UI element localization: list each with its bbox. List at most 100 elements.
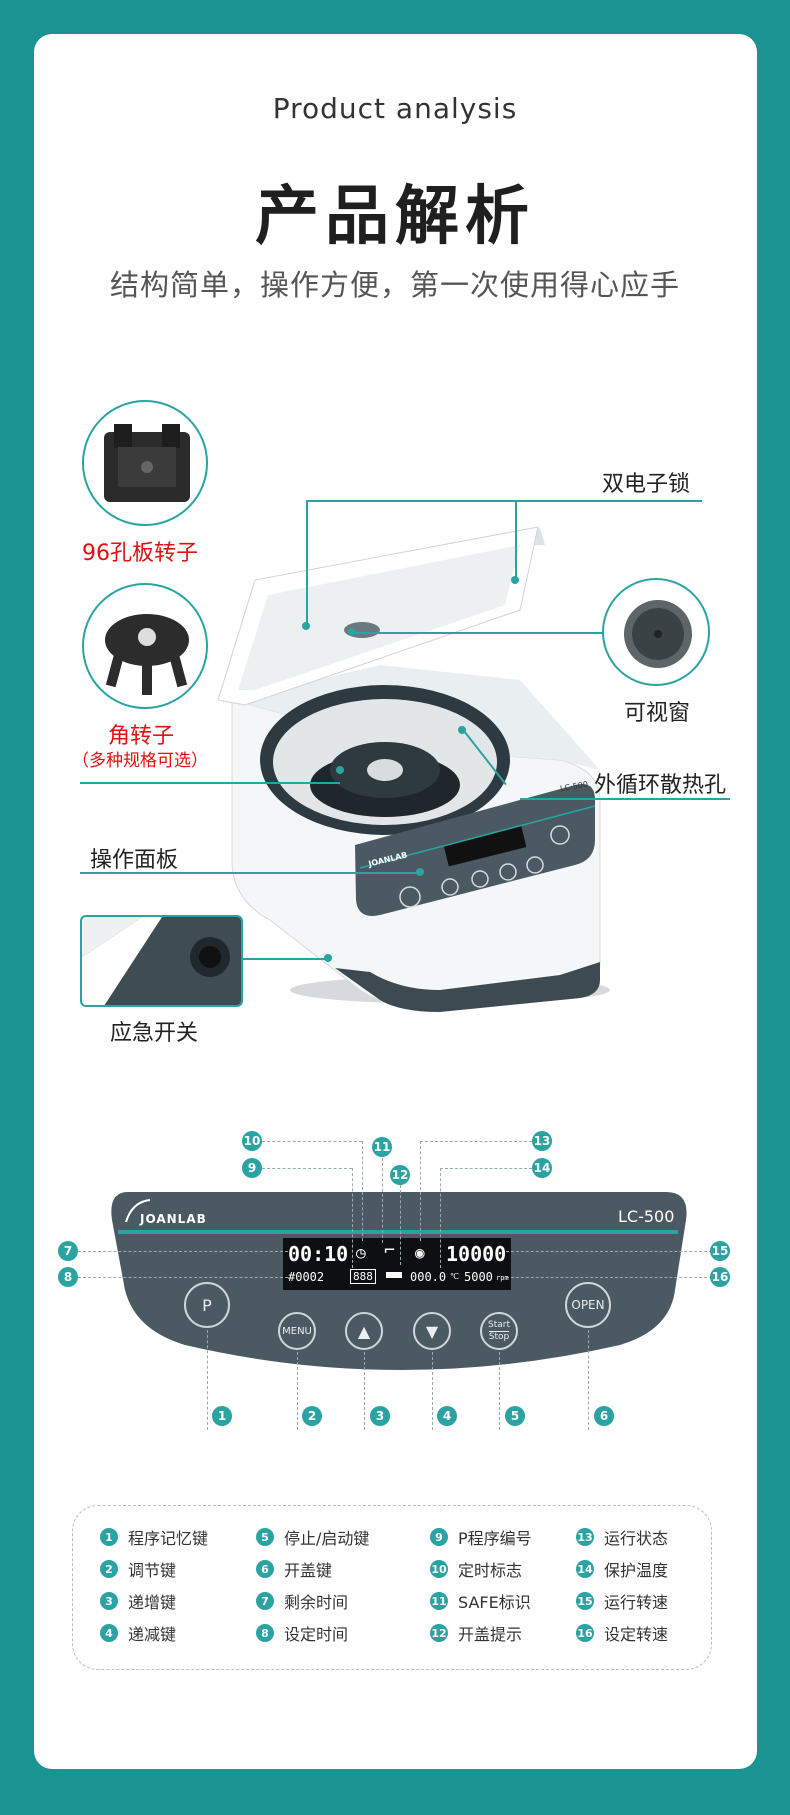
p-button[interactable]: P (184, 1282, 230, 1328)
legend-num: 2 (100, 1560, 118, 1578)
callout-line-9 (262, 1168, 352, 1169)
callout-2: 2 (302, 1406, 322, 1426)
legend-text: 停止/启动键 (284, 1529, 370, 1548)
view-window-line (352, 632, 604, 634)
callout-13: 13 (532, 1131, 552, 1151)
legend-item: 7 剩余时间 (256, 1589, 348, 1613)
callout-line-13 (420, 1141, 542, 1142)
legend-item: 4 递减键 (100, 1621, 176, 1645)
panel-model: LC-500 (618, 1207, 675, 1226)
legend-box (72, 1505, 712, 1670)
legend-text: 设定时间 (284, 1625, 349, 1644)
legend-item: 10 定时标志 (430, 1557, 522, 1581)
angle-rotor-dot (336, 766, 344, 774)
lid-icon: ⌐ (384, 1240, 395, 1261)
legend-num: 1 (100, 1528, 118, 1546)
chinese-subtitle: 结构简单，操作方便，第一次使用得心应手 (109, 268, 680, 302)
lid-open-indicator (386, 1272, 402, 1278)
view-window-dot (348, 628, 356, 636)
legend-num: 10 (430, 1560, 448, 1578)
panel-brand: JOANLAB (140, 1212, 207, 1226)
callout-line-14-v (440, 1168, 441, 1268)
control-panel-diagram (111, 1192, 687, 1370)
legend-text: 剩余时间 (284, 1593, 349, 1612)
lcd-temp: 000.0 (410, 1270, 447, 1284)
legend-text: 保护温度 (604, 1561, 669, 1580)
legend-num: 3 (100, 1592, 118, 1610)
callout-14: 14 (532, 1158, 552, 1178)
emergency-switch-line (243, 958, 328, 960)
callout-5: 5 (505, 1406, 525, 1426)
callout-line-12 (400, 1185, 401, 1265)
lcd-set-speed: 5000 (464, 1270, 493, 1284)
callout-line-5 (499, 1352, 500, 1430)
open-button[interactable]: OPEN (565, 1282, 611, 1328)
stop-label: Stop (488, 1330, 510, 1342)
legend-text: 开盖键 (284, 1561, 333, 1580)
dual-lock-line-right (515, 500, 517, 580)
legend-num: 16 (576, 1624, 594, 1642)
legend-text: 递减键 (128, 1625, 177, 1644)
down-button[interactable]: ▼ (413, 1312, 451, 1350)
angle-rotor-icon (105, 614, 189, 695)
legend-text: 运行状态 (604, 1529, 669, 1548)
lcd-temp-unit: ℃ (450, 1272, 459, 1281)
legend-text: 运行转速 (604, 1593, 669, 1612)
legend-num: 7 (256, 1592, 274, 1610)
dual-lock-dot-left (302, 622, 310, 630)
callout-line-7 (78, 1251, 288, 1252)
emergency-switch-dot (324, 954, 332, 962)
legend-num: 4 (100, 1624, 118, 1642)
callout-11: 11 (372, 1137, 392, 1157)
callout-1: 1 (212, 1406, 232, 1426)
callout-line-10 (262, 1141, 362, 1142)
angle-rotor-label: 角转子 (108, 724, 175, 749)
callout-line-2 (297, 1352, 298, 1430)
legend-item: 5 停止/启动键 (256, 1525, 369, 1549)
callout-line-8 (78, 1277, 288, 1278)
callout-line-6 (588, 1330, 589, 1430)
lcd-speed-unit: rpm (496, 1274, 509, 1282)
emergency-switch-label: 应急开关 (110, 1021, 199, 1046)
lcd-program: #0002 (288, 1270, 325, 1284)
rotor-96-label: 96孔板转子 (82, 541, 198, 566)
lcd-safe: 888 (350, 1269, 376, 1284)
control-panel-label: 操作面板 (90, 848, 179, 873)
callout-12: 12 (390, 1165, 410, 1185)
callout-4: 4 (437, 1406, 457, 1426)
legend-item: 16 设定转速 (576, 1621, 668, 1645)
legend-text: 设定转速 (604, 1625, 669, 1644)
angle-rotor-note: （多种规格可选） (72, 751, 208, 771)
control-panel-dot (416, 868, 424, 876)
lcd-run-speed: 10000 (446, 1242, 507, 1266)
start-stop-button[interactable]: Start Stop (480, 1312, 518, 1350)
legend-num: 5 (256, 1528, 274, 1546)
view-window-label: 可视窗 (624, 701, 691, 726)
dual-lock-label: 双电子锁 (602, 472, 691, 497)
legend-num: 12 (430, 1624, 448, 1642)
english-title: Product analysis (272, 92, 518, 125)
legend-num: 11 (430, 1592, 448, 1610)
callout-line-9-v (352, 1168, 353, 1268)
vent-holes-dot (458, 726, 466, 734)
up-button[interactable]: ▲ (345, 1312, 383, 1350)
legend-num: 13 (576, 1528, 594, 1546)
dual-lock-dot-right (511, 576, 519, 584)
menu-button[interactable]: MENU (278, 1312, 316, 1350)
control-panel-line (80, 872, 420, 874)
dual-lock-line-left (306, 500, 308, 626)
callout-line-10-v (362, 1141, 363, 1241)
callout-16: 16 (710, 1267, 730, 1287)
callout-6: 6 (594, 1406, 614, 1426)
callout-line-3 (364, 1352, 365, 1430)
legend-text: 定时标志 (458, 1561, 523, 1580)
centrifuge-illustration (217, 526, 610, 1012)
